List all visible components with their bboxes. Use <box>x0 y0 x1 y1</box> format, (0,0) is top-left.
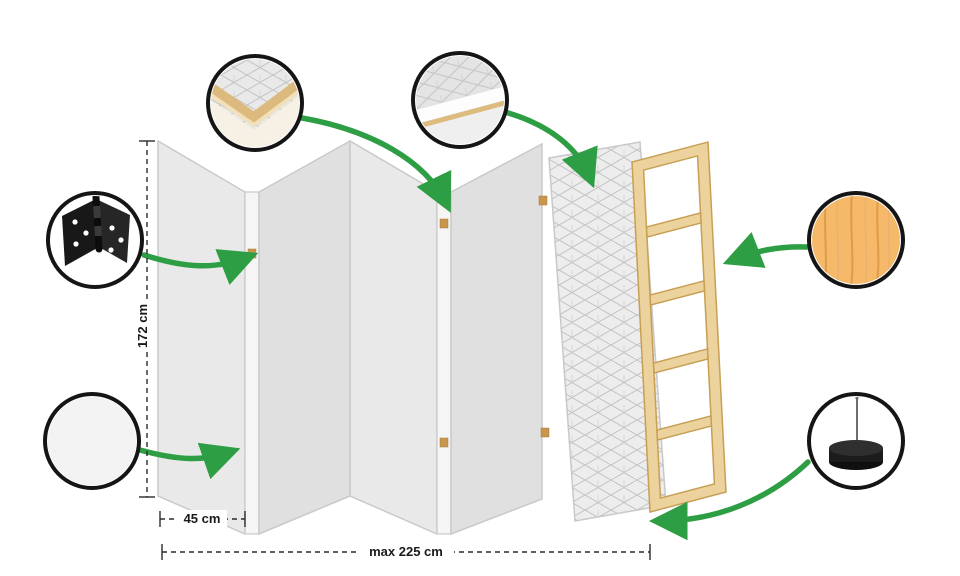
hinge-pin <box>538 195 548 206</box>
dimension-height: 172 cm <box>135 140 155 498</box>
height-label: 172 cm <box>135 304 150 348</box>
dimension-max-width: max 225 cm <box>161 543 651 560</box>
panel-2 <box>258 139 351 536</box>
foot-callout <box>807 392 905 490</box>
panel-fold-edge-1 <box>244 191 260 535</box>
arrow-fabric-to-panel <box>137 442 241 480</box>
frame-rung <box>652 347 709 375</box>
arrow-wood-to-frame <box>722 232 810 268</box>
panel-width-label: 45 cm <box>184 511 221 526</box>
frame-corner-callout <box>206 54 304 152</box>
foot-pad-icon <box>829 397 883 470</box>
callout-arrows <box>137 109 811 541</box>
panel-3 <box>349 139 438 536</box>
wood-texture-callout <box>807 191 905 289</box>
arrow-hinge-to-fold <box>141 249 259 285</box>
fabric-callout <box>43 392 141 490</box>
frame-rails <box>631 141 727 513</box>
arrow-foot-to-base <box>649 459 811 541</box>
hinge-pin <box>439 218 449 229</box>
wood-frame <box>631 141 727 513</box>
hinge-pin <box>540 427 550 438</box>
frame-rung <box>645 211 702 239</box>
fabric-texture-icon <box>48 397 136 485</box>
max-width-label: max 225 cm <box>369 544 443 559</box>
frame-corner-detail-icon <box>211 59 299 147</box>
hinge-callout <box>46 191 144 289</box>
panel-1 <box>157 139 246 536</box>
dimension-panel-width: 45 cm <box>159 510 246 527</box>
panel-4 <box>450 142 543 536</box>
folding-panels <box>157 139 550 536</box>
frame-rung <box>649 279 706 307</box>
hinge-pin <box>439 437 449 448</box>
arrow-edge-to-decor <box>502 109 598 189</box>
wood-texture-icon <box>812 196 900 284</box>
panel-fold-edge-2 <box>436 191 452 535</box>
hinge-icon <box>62 196 130 266</box>
frame-rung <box>656 414 713 442</box>
arrow-corner-to-seam <box>299 115 452 213</box>
panel-edge-callout <box>406 46 514 154</box>
